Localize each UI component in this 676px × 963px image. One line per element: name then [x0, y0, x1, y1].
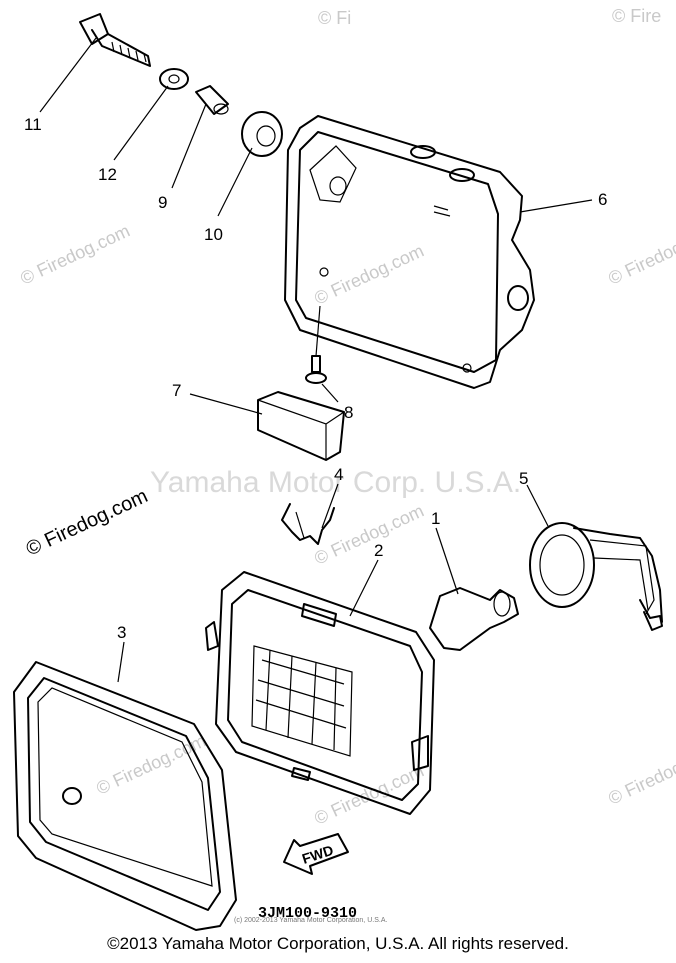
part-12-washer	[159, 68, 189, 90]
watermark-right-1: © Firedog.com	[605, 220, 676, 288]
part-4-spring	[281, 503, 335, 545]
watermark-top-1: © Fi	[318, 8, 351, 28]
part-8-screw	[305, 355, 327, 384]
watermark-center-3: © Firedog.com	[311, 760, 427, 828]
footer-copyright: ©2013 Yamaha Motor Corporation, U.S.A. A…	[107, 934, 569, 953]
callout-5: 5	[519, 469, 528, 488]
callout-12: 12	[98, 165, 117, 184]
watermark-firedog-left: © Firedog.com	[23, 485, 151, 560]
part-5-socket	[529, 522, 663, 631]
callout-9: 9	[158, 193, 167, 212]
part-9-collar	[195, 85, 229, 115]
callout-3: 3	[117, 623, 126, 642]
part-10-grommet	[241, 111, 283, 157]
callout-10: 10	[204, 225, 223, 244]
part-1-bulb	[429, 587, 519, 651]
watermark-center-1: © Firedog.com	[311, 240, 427, 308]
part-11-bolt	[79, 13, 151, 67]
watermark-right-2: © Firedog.com	[605, 740, 676, 808]
fwd-arrow: FWD	[283, 833, 349, 875]
watermark-yamaha: Yamaha Motor Corp. U.S.A.	[150, 466, 521, 499]
callout-4: 4	[334, 465, 343, 484]
watermark-left-2: © Firedog.com	[93, 730, 209, 798]
part-7-block	[257, 391, 345, 461]
part-6-housing	[284, 115, 535, 389]
watermark-top-2: © Fire	[612, 6, 661, 26]
part-3-bezel	[13, 661, 237, 931]
callout-1: 1	[431, 509, 440, 528]
callout-6: 6	[598, 190, 607, 209]
part-code: 3JM100-9310	[258, 905, 357, 922]
callout-11: 11	[24, 115, 42, 134]
leader-lines	[39, 37, 593, 683]
callout-2: 2	[374, 541, 383, 560]
part-2-headlight-unit	[205, 571, 435, 815]
watermark-left-1: © Firedog.com	[17, 220, 133, 288]
small-copyright: (c) 2002-2013 Yamaha Motor Corporation, …	[234, 917, 387, 924]
callout-8: 8	[344, 403, 353, 422]
callout-7: 7	[172, 381, 181, 400]
